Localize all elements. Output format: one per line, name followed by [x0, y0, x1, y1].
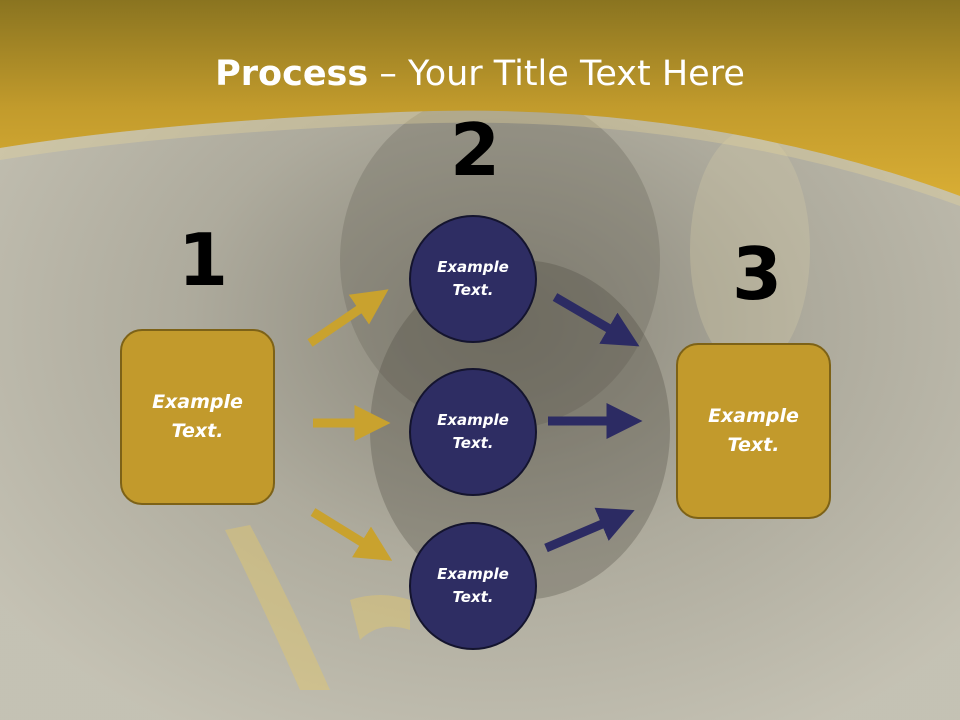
- circle-middle: Example Text.: [409, 368, 537, 496]
- figure-glove: [690, 130, 810, 370]
- step-number-2: 2: [450, 108, 501, 192]
- circle-top-label: Example Text.: [437, 258, 509, 299]
- header-highlight: [0, 110, 960, 206]
- header-band: [0, 0, 960, 196]
- arrow-left-to-top: [307, 289, 389, 347]
- slide-title: Process – Your Title Text Here: [0, 52, 960, 96]
- circle-bottom: Example Text.: [409, 522, 537, 650]
- title-bold: Process: [215, 54, 369, 94]
- right-box-label: Example Text.: [708, 405, 799, 456]
- circle-top: Example Text.: [409, 215, 537, 343]
- arrow-bottom-to-right: [544, 507, 635, 553]
- figure-strap: [225, 525, 330, 690]
- circle-middle-label: Example Text.: [437, 411, 509, 452]
- figure-strap-2: [350, 595, 410, 640]
- step-number-1: 1: [178, 218, 229, 302]
- arrow-top-to-right: [552, 293, 640, 347]
- circle-bottom-label: Example Text.: [437, 565, 509, 606]
- step-number-3: 3: [732, 232, 783, 316]
- left-box: Example Text.: [120, 329, 275, 505]
- left-box-label: Example Text.: [152, 391, 243, 442]
- title-rest: – Your Title Text Here: [368, 54, 745, 94]
- right-box: Example Text.: [676, 343, 831, 519]
- arrow-left-to-bottom: [310, 508, 393, 561]
